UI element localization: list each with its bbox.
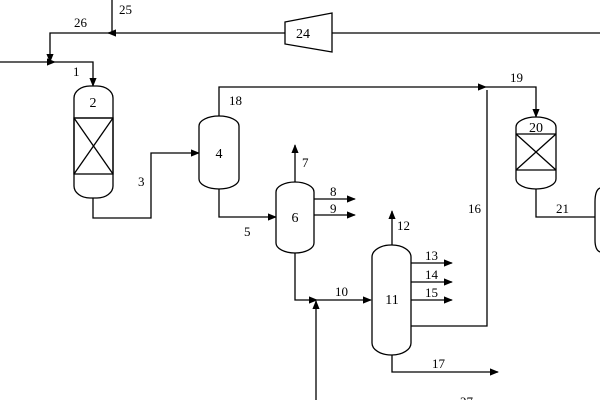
stream-label-10: 10 — [335, 284, 348, 299]
stream-label-18: 18 — [229, 93, 242, 108]
stream-label-12: 12 — [397, 218, 410, 233]
compressor-24 — [284, 12, 333, 53]
stream-16-line — [411, 90, 488, 327]
reactor-2 — [73, 85, 114, 199]
stream-label-15: 15 — [425, 285, 438, 300]
stream-label-13: 13 — [425, 248, 438, 263]
stream-label-16: 16 — [468, 201, 482, 216]
stream-label-21: 21 — [556, 201, 569, 216]
partial-vessel-right — [594, 187, 600, 253]
unit-label-2: 2 — [90, 96, 97, 111]
unit-label-11: 11 — [385, 293, 398, 308]
stream-21-line — [535, 189, 598, 218]
unit-label-4: 4 — [216, 147, 223, 162]
stream-19-line — [486, 86, 540, 118]
stream-label-19: 19 — [510, 70, 523, 85]
stream-label-14: 14 — [425, 267, 439, 282]
unit-label-24: 24 — [296, 27, 310, 42]
unit-label-6: 6 — [292, 211, 299, 226]
stream-18-line — [218, 83, 487, 116]
column-11 — [371, 244, 412, 356]
vessel-4 — [198, 115, 240, 190]
reactor-20 — [515, 116, 557, 190]
stream-label-25: 25 — [119, 2, 132, 17]
stream-label-26: 26 — [74, 15, 88, 30]
stream-label-8: 8 — [330, 184, 337, 199]
stream-26-line — [46, 32, 112, 63]
column-6 — [275, 181, 315, 254]
stream-17-line — [391, 355, 499, 376]
stream-5-line — [218, 189, 277, 221]
stream-label-17: 17 — [432, 356, 446, 371]
unit-label-20: 20 — [529, 121, 543, 136]
stream-label-5: 5 — [244, 224, 251, 239]
stream-label-9: 9 — [330, 201, 337, 216]
stream-label-3: 3 — [138, 174, 145, 189]
stream-1-line — [55, 61, 97, 87]
stream-3-line — [92, 149, 200, 219]
stream-label-7: 7 — [302, 155, 309, 170]
stream-10-line — [294, 253, 318, 304]
stream-label-27: 27 — [460, 394, 474, 400]
stream-label-1: 1 — [73, 64, 80, 79]
